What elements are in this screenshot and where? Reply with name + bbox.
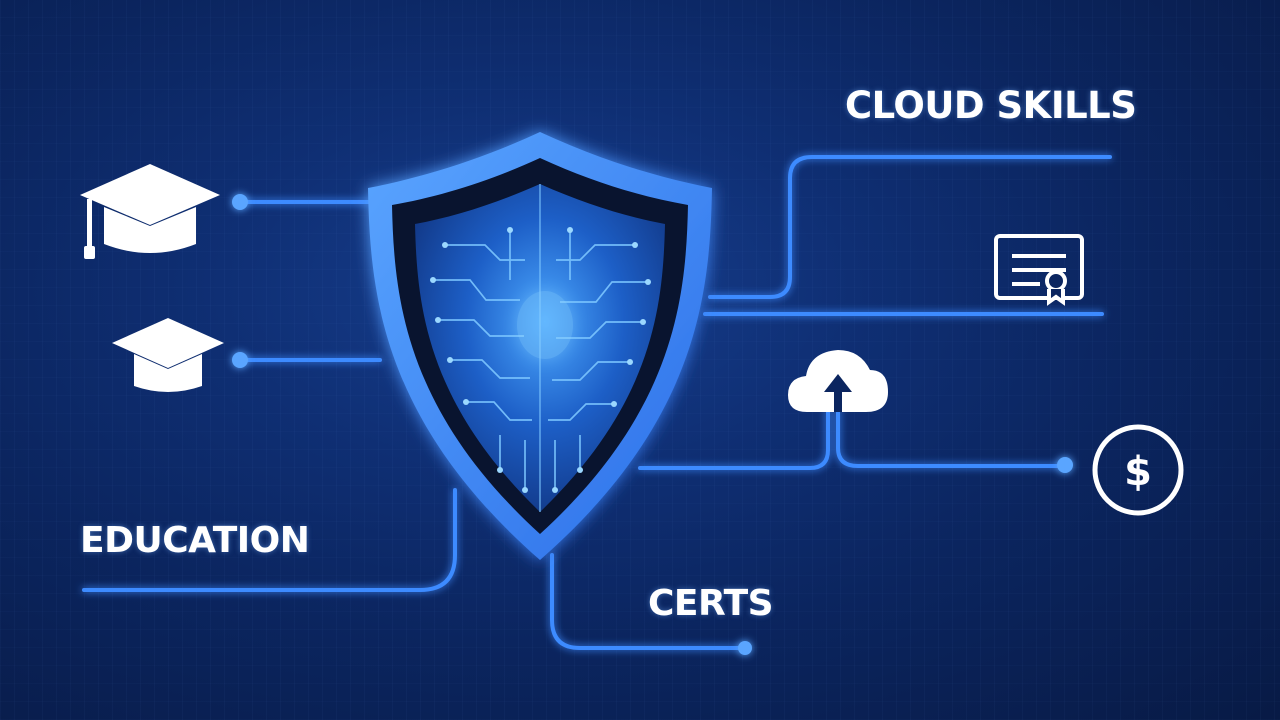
- cloud-upload-icon: [788, 350, 888, 412]
- dollar-coin-icon: $: [1092, 424, 1184, 516]
- shield-circuit-icon: [368, 132, 712, 560]
- graduation-cap-icon: [112, 318, 224, 392]
- svg-text:$: $: [1124, 449, 1152, 495]
- certificate-icon: [994, 234, 1084, 306]
- endpoint-dot: [232, 352, 248, 368]
- connector-line-certs: [550, 553, 747, 650]
- graduation-cap-icon: [80, 164, 220, 259]
- connector-line-education: [82, 488, 457, 592]
- education-label: EDUCATION: [80, 520, 310, 561]
- connector-line-cloud: [638, 408, 830, 470]
- endpoint-dot: [232, 194, 248, 210]
- connector-line-dollar: [836, 408, 1067, 468]
- endpoint-dot: [738, 641, 752, 655]
- endpoint-dot: [1057, 457, 1073, 473]
- certs-label: CERTS: [648, 583, 774, 624]
- connector-line-cloud-skills: [708, 155, 1112, 299]
- cloud-skills-label: CLOUD SKILLS: [845, 84, 1137, 127]
